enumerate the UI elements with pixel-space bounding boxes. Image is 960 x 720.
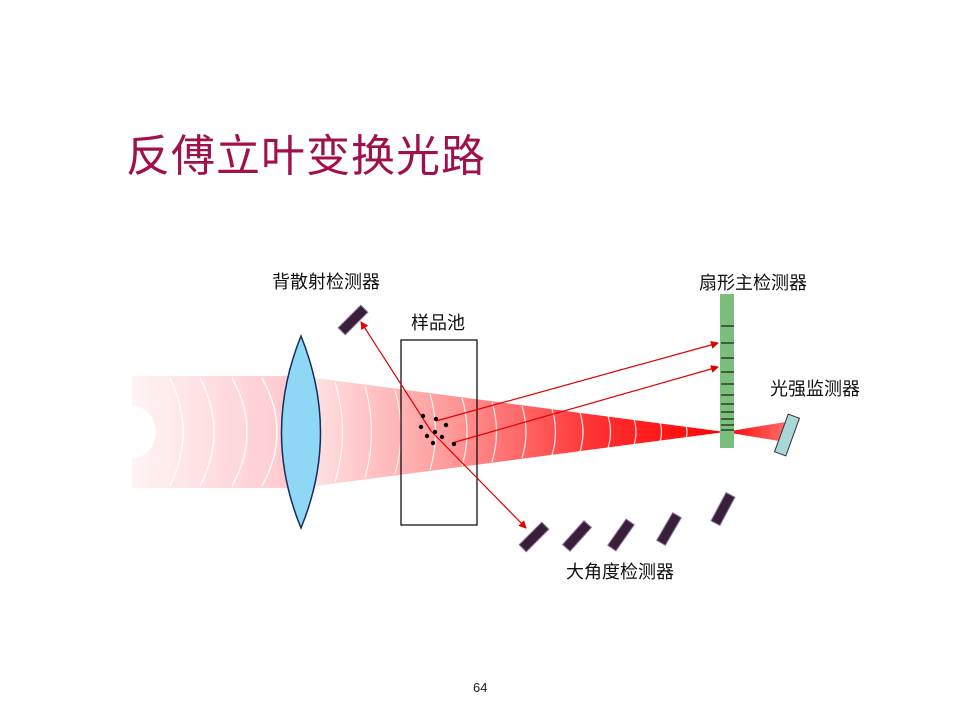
input-beam-notch bbox=[132, 406, 156, 458]
beam-wavefronts bbox=[334, 381, 688, 483]
wide-angle-detector-array bbox=[518, 491, 736, 553]
fan-detector-ticks bbox=[721, 325, 734, 431]
wide-angle-ray bbox=[430, 430, 527, 529]
detector-tile-icon bbox=[518, 521, 550, 553]
forward-ray-lower bbox=[451, 365, 719, 444]
intensity-monitor-detector bbox=[773, 413, 801, 457]
slide-title: 反傅立叶变换光路 bbox=[126, 131, 486, 182]
input-beam bbox=[132, 376, 300, 488]
converging-beam bbox=[300, 376, 725, 488]
input-wavefronts bbox=[169, 377, 278, 487]
wide-angle-detector-label: 大角度检测器 bbox=[566, 562, 674, 583]
sample-particles bbox=[418, 413, 457, 447]
detector-tile-icon bbox=[655, 511, 683, 547]
transmitted-beam bbox=[725, 422, 785, 442]
forward-ray-upper bbox=[435, 341, 719, 422]
fan-main-detector-label: 扇形主检测器 bbox=[699, 273, 807, 294]
backscatter-detector-icon bbox=[337, 304, 369, 336]
detector-tile-icon bbox=[607, 518, 635, 552]
sample-cell-label: 样品池 bbox=[411, 313, 465, 334]
backscatter-detector-label: 背散射检测器 bbox=[272, 272, 380, 293]
backscatter-ray bbox=[360, 321, 432, 432]
intensity-monitor-detector-label: 光强监测器 bbox=[770, 379, 860, 400]
convex-lens-icon bbox=[280, 333, 322, 530]
detector-tile-icon bbox=[561, 520, 593, 552]
page-number: 64 bbox=[473, 680, 488, 695]
detector-tile-icon bbox=[710, 491, 736, 527]
sample-cell bbox=[400, 339, 478, 526]
fan-main-detector bbox=[720, 294, 734, 448]
